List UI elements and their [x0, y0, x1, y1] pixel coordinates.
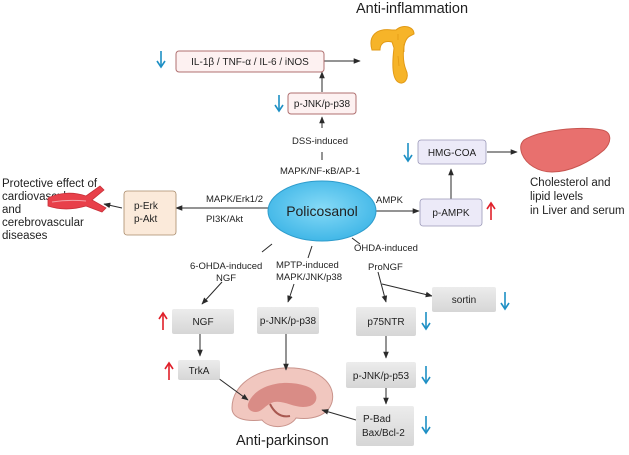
node-p-ampk: p-AMPK [419, 198, 483, 227]
sortin-label: sortin [452, 295, 476, 306]
node-jnk-p38-mid: p-JNK/p-p38 [257, 307, 319, 334]
node-jnk-p38-top: p-JNK/p-p38 [287, 92, 357, 115]
node-trka: TrkA [178, 360, 220, 380]
edges [103, 58, 518, 421]
edge-center-ngf [261, 243, 273, 253]
colon-icon [370, 26, 415, 84]
down-arrow-icon [421, 312, 431, 331]
node-jnk-p53: p-JNK/p-p53 [346, 362, 416, 388]
down-arrow-icon [421, 416, 431, 435]
node-policosanol: Policosanol [267, 180, 377, 242]
label-6-ohda-induced: 6-OHDA-induced [190, 261, 262, 272]
label-dss-induced: DSS-induced [292, 136, 348, 147]
cardio-caption-line: cerebrovascular [2, 217, 84, 229]
edge-erk-to-vessel [103, 202, 123, 209]
cardio-caption-line: and [2, 204, 21, 216]
down-arrow-icon [403, 143, 413, 163]
liver-illustration [520, 128, 611, 173]
liver-caption: Cholesterol and lipid levels in Liver an… [530, 177, 625, 217]
ngf-label: NGF [192, 317, 213, 328]
node-p75ntr: p75NTR [356, 307, 416, 336]
down-arrow-icon [421, 366, 431, 385]
up-arrow-icon [164, 361, 174, 380]
jnk-p38-mid-label: p-JNK/p-p38 [260, 316, 317, 327]
brain-illustration [231, 367, 334, 427]
down-arrow-icon [156, 51, 166, 69]
edge-to-p75ntr [377, 271, 388, 303]
edge-to-jnk-mid [287, 283, 295, 303]
policosanol-label: Policosanol [286, 203, 358, 219]
cytokines-label: IL-1β / TNF-α / IL-6 / iNOS [191, 57, 309, 68]
label-pi3k-akt: PI3K/Akt [206, 214, 243, 225]
blood-vessel-icon [47, 185, 107, 213]
colon-illustration [370, 26, 415, 84]
label-ngf-pathway: NGF [216, 273, 236, 284]
edge-center-ohda [351, 237, 361, 245]
node-ngf: NGF [172, 309, 234, 334]
node-cytokines: IL-1β / TNF-α / IL-6 / iNOS [175, 50, 325, 73]
node-bad-bax: P-Bad Bax/Bcl-2 [356, 406, 414, 446]
p-ampk-label: p-AMPK [432, 208, 470, 219]
cardio-protective-caption: Protective effect of cardiovascular and … [2, 178, 98, 242]
cardio-caption-line: Protective effect of [2, 178, 98, 190]
p75ntr-label: p75NTR [367, 317, 404, 328]
up-arrow-icon [486, 201, 496, 220]
liver-caption-line: Cholesterol and [530, 177, 611, 189]
label-ampk: AMPK [376, 195, 404, 206]
anti-parkinson-title: Anti-parkinson [236, 433, 329, 449]
edge-bad-to-brain [321, 409, 357, 421]
edge-center-mptp [307, 245, 313, 259]
hmg-coa-label: HMG-COA [428, 148, 477, 159]
p-bad-label: P-Bad [363, 414, 391, 425]
indicators [156, 51, 510, 435]
cardio-caption-line: diseases [2, 230, 48, 242]
down-arrow-icon [500, 292, 510, 311]
label-mapk-jnk-p38: MAPK/JNK/p38 [276, 272, 342, 283]
down-arrow-icon [274, 95, 284, 113]
edge-to-ngf [201, 281, 223, 305]
liver-icon [520, 128, 611, 173]
label-mptp-induced: MPTP-induced [276, 260, 339, 271]
label-mapk-nfkb: MAPK/NF-κB/AP-1 [280, 166, 360, 177]
node-sortin: sortin [432, 287, 496, 312]
vessel-illustration [47, 185, 107, 213]
jnk-p38-top-label: p-JNK/p-p38 [294, 99, 351, 110]
trka-label: TrkA [189, 366, 210, 377]
up-arrow-icon [158, 311, 168, 330]
label-ohda-induced: OHDA-induced [354, 243, 418, 254]
label-mapk-erk: MAPK/Erk1/2 [206, 194, 263, 205]
edge-trka-to-brain [217, 377, 249, 401]
edge-to-sortin [381, 283, 433, 298]
bax-bcl2-label: Bax/Bcl-2 [362, 428, 405, 439]
liver-caption-line: lipid levels [530, 191, 583, 203]
liver-caption-line: in Liver and serum [530, 205, 625, 217]
node-erk-akt: p-Erk p-Akt [123, 190, 177, 236]
jnk-p53-label: p-JNK/p-p53 [353, 371, 410, 382]
label-prongf: ProNGF [368, 262, 403, 273]
node-hmg-coa: HMG-COA [417, 139, 487, 165]
anti-inflammation-title: Anti-inflammation [356, 1, 468, 17]
akt-label: p-Akt [134, 214, 158, 225]
erk-label: p-Erk [134, 201, 159, 212]
